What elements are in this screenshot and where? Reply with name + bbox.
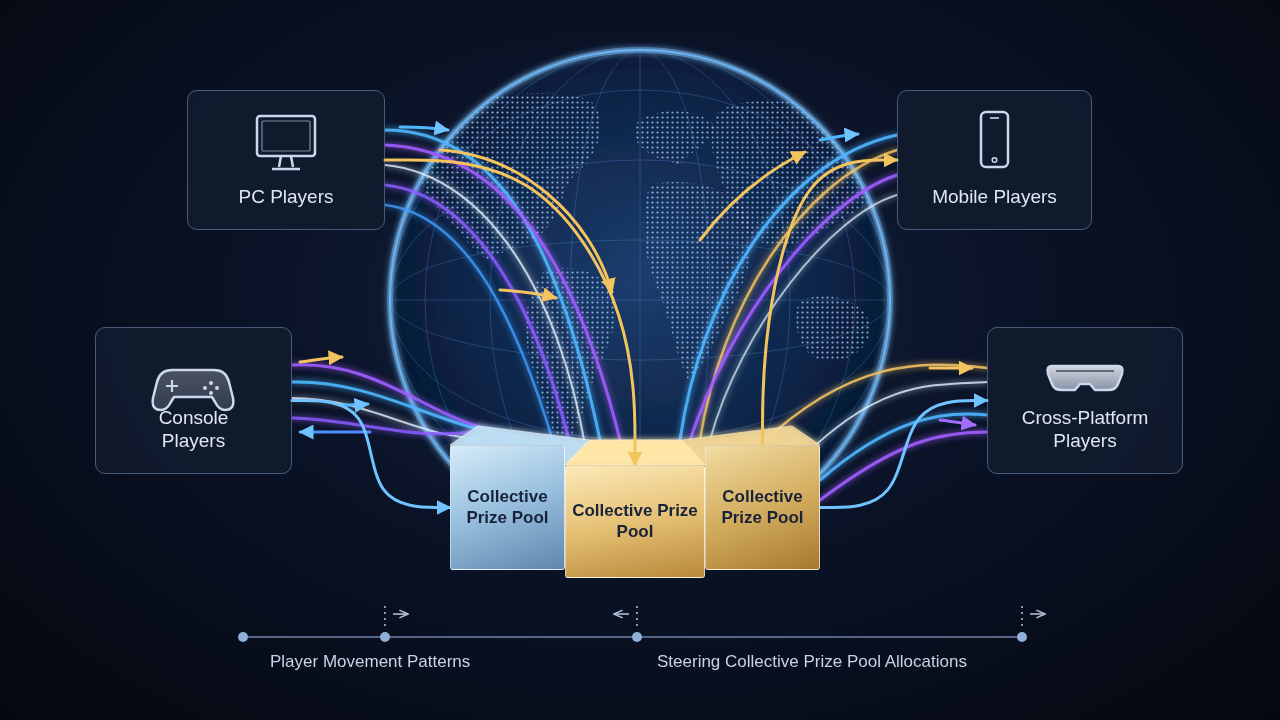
player-streams — [292, 365, 500, 432]
pool-label: Collective Prize Pool — [572, 501, 698, 542]
player-streams — [680, 135, 897, 440]
stream-arrows — [500, 290, 556, 298]
platform-icons — [153, 112, 1123, 410]
gamepad-icon — [166, 380, 178, 392]
phone-icon — [990, 117, 999, 119]
phone-icon — [981, 112, 1008, 167]
stream-arrows — [400, 127, 448, 130]
vr-goggles-icon — [1056, 370, 1114, 372]
stream-arrows — [940, 420, 975, 425]
stream-arrows — [300, 431, 370, 434]
panel-fill — [95, 90, 1183, 474]
panel-fill — [187, 90, 385, 230]
phone-icon — [981, 112, 1008, 167]
gamepad-icon — [209, 381, 213, 385]
player-streams — [292, 130, 987, 500]
monitor-icon — [257, 116, 315, 169]
player-streams — [710, 195, 897, 440]
monitor-icon — [262, 121, 310, 151]
phone-icon — [992, 158, 997, 163]
vr-goggles-icon — [1048, 366, 1123, 390]
gamepad-icon — [203, 386, 207, 390]
platform-box: Cross-Platform Players — [987, 327, 1183, 474]
continents — [796, 296, 870, 361]
gamepad-icon — [209, 391, 213, 395]
player-streams — [292, 418, 470, 434]
timeline — [632, 632, 642, 642]
timeline — [384, 606, 386, 628]
flow-connector — [763, 160, 898, 445]
timeline — [1030, 613, 1045, 615]
timeline — [385, 606, 1022, 628]
continents — [634, 111, 715, 165]
timeline-label: Player Movement Patterns — [270, 652, 470, 672]
pool-label: Collective Prize Pool — [457, 487, 558, 528]
platform-label: Cross-Platform Players — [1000, 407, 1170, 453]
prize-pool-block: Collective Prize Pool — [705, 445, 820, 570]
player-streams — [820, 432, 987, 500]
stream-arrows — [700, 152, 805, 240]
continents — [712, 100, 886, 246]
timeline — [238, 632, 248, 642]
gamepad-icon — [153, 370, 234, 410]
timeline — [636, 606, 638, 628]
platform-label: Mobile Players — [932, 186, 1057, 209]
stream-arrows — [930, 367, 972, 370]
prize-pool-block: Collective Prize Pool — [565, 465, 705, 578]
panel-fill — [95, 327, 292, 474]
platform-label: PC Players — [238, 186, 333, 209]
pool-label: Collective Prize Pool — [712, 487, 813, 528]
timeline — [393, 613, 1045, 615]
player-streams — [292, 398, 485, 438]
stream-arrows — [440, 150, 612, 292]
connectors — [292, 160, 987, 508]
platform-box: PC Players — [187, 90, 385, 230]
vr-goggles-icon — [1048, 366, 1123, 390]
continents — [417, 93, 886, 450]
stream-arrows — [820, 134, 858, 140]
timeline — [1017, 632, 1027, 642]
monitor-icon — [272, 156, 300, 169]
stream-arrows — [300, 357, 342, 362]
stream-arrows — [300, 127, 975, 432]
platform-box: Mobile Players — [897, 90, 1092, 230]
timeline — [238, 606, 1045, 642]
player-streams — [700, 150, 897, 440]
panel-fill — [987, 327, 1183, 474]
timeline — [1021, 606, 1023, 628]
stream-arrows — [340, 404, 368, 405]
flow-connector — [820, 401, 987, 508]
gamepad-icon — [215, 386, 219, 390]
player-streams — [385, 205, 555, 448]
timeline-label: Steering Collective Prize Pool Allocatio… — [657, 652, 967, 672]
flow-connector — [385, 160, 635, 465]
gamepad-icon — [153, 370, 234, 410]
timeline — [380, 632, 390, 642]
platform-label: Console Players — [129, 407, 259, 453]
platform-box: Console Players — [95, 327, 292, 474]
prize-pool-block: Collective Prize Pool — [450, 445, 565, 570]
timeline — [393, 613, 408, 615]
timeline — [614, 613, 629, 615]
flow-connector — [292, 401, 450, 508]
panel-fill — [897, 90, 1092, 230]
player-streams — [385, 145, 620, 440]
monitor-icon — [257, 116, 315, 156]
player-streams — [385, 130, 600, 440]
player-streams — [800, 382, 987, 460]
